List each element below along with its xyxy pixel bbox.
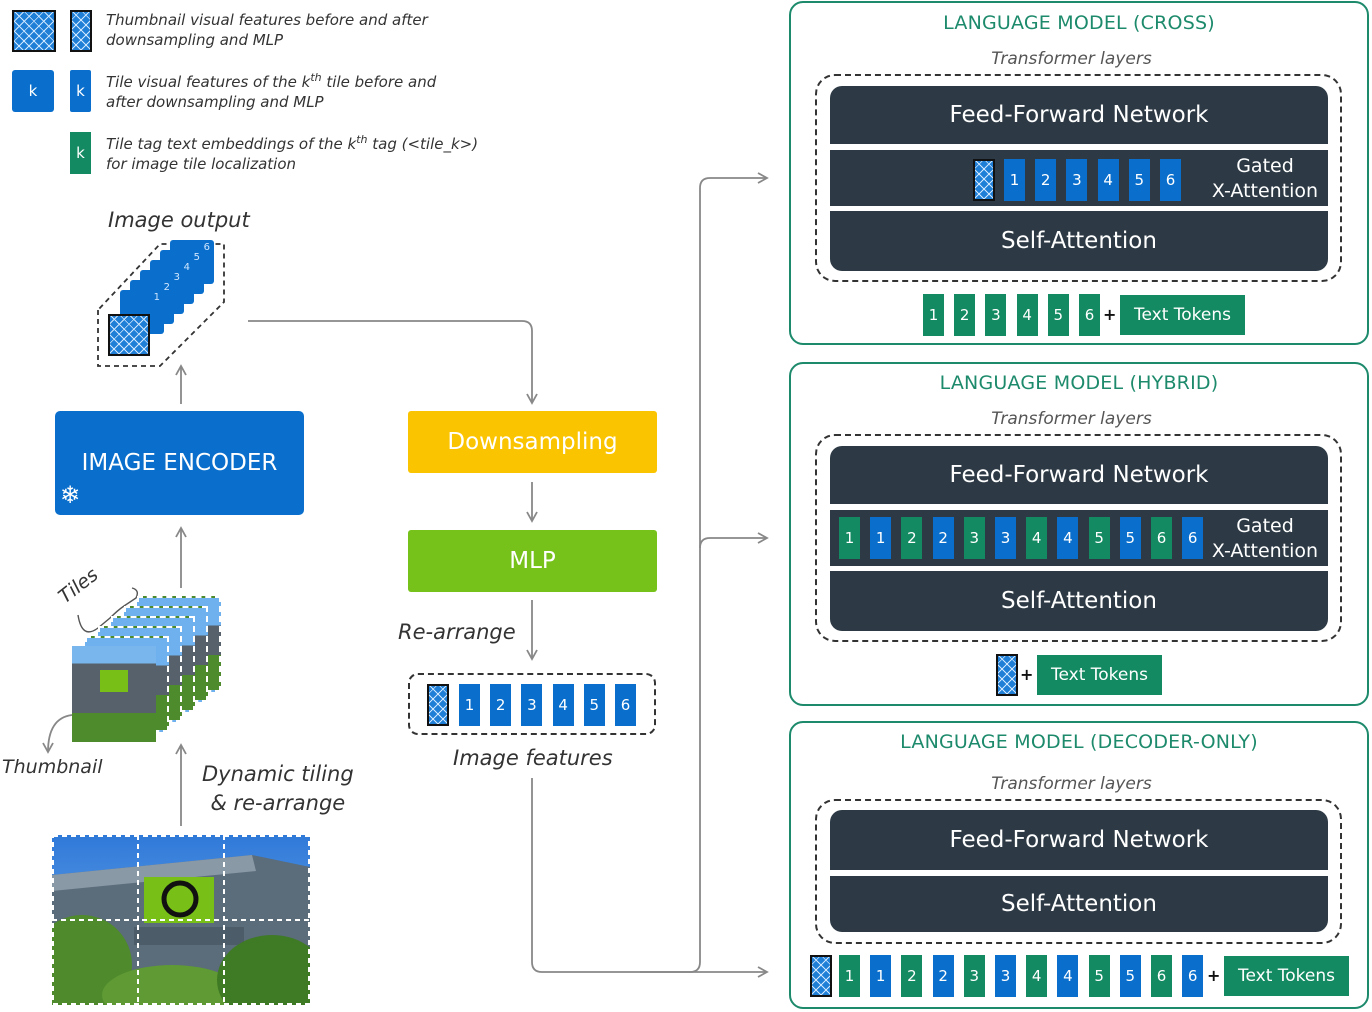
lm-decoder-tag-token: 4 bbox=[1026, 955, 1048, 997]
lm-hybrid-tile-token: 2 bbox=[932, 517, 954, 559]
snowflake-icon: ❄ bbox=[60, 481, 81, 509]
lm-cross-input-tag: 1 bbox=[923, 294, 944, 336]
legend-tile-text: Tile visual features of the kth tile bef… bbox=[106, 71, 437, 111]
input-image-graphic bbox=[52, 835, 310, 1005]
legend-tile-after-icon: k bbox=[70, 70, 91, 112]
lm-cross-self-attention: Self-Attention bbox=[830, 211, 1328, 271]
lm-decoder-tile-token: 3 bbox=[995, 955, 1016, 997]
image-features-box bbox=[408, 673, 656, 735]
lm-decoder-tile-token: 6 bbox=[1182, 955, 1204, 997]
downsampling-block: Downsampling bbox=[408, 411, 657, 473]
lm-cross-input-tag: 2 bbox=[954, 294, 976, 336]
lm-cross-xattn-tile: 2 bbox=[1035, 159, 1057, 201]
rearrange-label: Re-arrange bbox=[398, 620, 516, 644]
lm-decoder-tile-token: 2 bbox=[932, 955, 954, 997]
lm-hybrid-text-tokens: Text Tokens bbox=[1037, 655, 1162, 695]
lm-hybrid-tag-token: 3 bbox=[963, 517, 985, 559]
lm-decoder-thumbnail-token bbox=[810, 955, 832, 997]
lm-decoder-title: LANGUAGE MODEL (DECODER-ONLY) bbox=[900, 731, 1258, 753]
tiles-stack bbox=[72, 596, 222, 746]
image-features-thumbnail-token bbox=[427, 684, 449, 726]
legend-tile-before-icon: k bbox=[12, 70, 54, 112]
legend-tag-text: Tile tag text embeddings of the kth tag … bbox=[106, 133, 479, 173]
lm-cross-input-tag: 5 bbox=[1047, 294, 1069, 336]
image-encoder: IMAGE ENCODER bbox=[55, 411, 304, 515]
lm-cross-gated-label: Gated X-Attention bbox=[1211, 155, 1319, 202]
nvidia-logo-icon bbox=[100, 670, 128, 692]
lm-hybrid-tag-token: 6 bbox=[1151, 517, 1172, 559]
dynamic-tiling-label: Dynamic tiling & re-arrange bbox=[202, 762, 354, 815]
lm-decoder-tag-token: 2 bbox=[901, 955, 923, 997]
lm-decoder-panel bbox=[789, 721, 1369, 1009]
legend-thumbnail-before-icon bbox=[12, 10, 56, 52]
lm-cross-ffn: Feed-Forward Network bbox=[830, 86, 1328, 144]
lm-cross-layers-label: Transformer layers bbox=[991, 49, 1152, 69]
lm-hybrid-tile-token: 4 bbox=[1057, 517, 1079, 559]
lm-cross-input-tag: 4 bbox=[1016, 294, 1038, 336]
lm-hybrid-tag-token: 5 bbox=[1088, 517, 1110, 559]
lm-decoder-ffn: Feed-Forward Network bbox=[830, 810, 1328, 870]
legend-thumbnail-text: Thumbnail visual features before and aft… bbox=[106, 11, 428, 49]
lm-cross-xattn-tile: 6 bbox=[1160, 159, 1181, 201]
lm-decoder-self-attention: Self-Attention bbox=[830, 876, 1328, 932]
lm-hybrid-title: LANGUAGE MODEL (HYBRID) bbox=[939, 372, 1219, 394]
lm-decoder-tag-token: 5 bbox=[1088, 955, 1110, 997]
image-feature-tile: 4 bbox=[552, 684, 574, 726]
legend-tag-icon: k bbox=[70, 132, 91, 174]
lm-hybrid-ffn: Feed-Forward Network bbox=[830, 446, 1328, 504]
lm-hybrid-tag-token: 1 bbox=[839, 517, 860, 559]
lm-cross-text-tokens: Text Tokens bbox=[1120, 295, 1245, 335]
image-feature-tile: 5 bbox=[583, 684, 605, 726]
image-output-label: Image output bbox=[108, 208, 250, 232]
image-feature-tile: 3 bbox=[521, 684, 543, 726]
lm-hybrid-tile-token: 5 bbox=[1119, 517, 1141, 559]
lm-hybrid-tag-token: 2 bbox=[901, 517, 923, 559]
lm-decoder-tile-token: 4 bbox=[1057, 955, 1079, 997]
lm-cross-input-tag: 3 bbox=[985, 294, 1007, 336]
lm-cross-plus: + bbox=[1103, 305, 1117, 324]
lm-cross-thumbnail-token bbox=[973, 159, 995, 201]
mlp-block: MLP bbox=[408, 530, 657, 592]
lm-decoder-plus: + bbox=[1207, 966, 1221, 985]
lm-hybrid-self-attention: Self-Attention bbox=[830, 571, 1328, 631]
lm-hybrid-gated-label: Gated X-Attention bbox=[1211, 515, 1319, 562]
lm-cross-xattn-tile: 5 bbox=[1128, 159, 1150, 201]
image-features-label: Image features bbox=[453, 746, 613, 770]
lm-decoder-text-tokens: Text Tokens bbox=[1224, 956, 1349, 996]
lm-hybrid-layers-label: Transformer layers bbox=[991, 409, 1152, 429]
lm-hybrid-tile-token: 1 bbox=[870, 517, 892, 559]
legend-thumbnail-after-icon bbox=[70, 10, 92, 52]
lm-cross-panel bbox=[789, 1, 1369, 345]
image-output-thumbnail bbox=[108, 314, 150, 356]
lm-cross-xattn-tile: 3 bbox=[1066, 159, 1088, 201]
lm-decoder-tile-token: 1 bbox=[870, 955, 892, 997]
lm-hybrid-plus: + bbox=[1020, 665, 1034, 684]
lm-decoder-layers-box bbox=[815, 799, 1342, 944]
thumbnail-label: Thumbnail bbox=[2, 756, 103, 778]
lm-decoder-tag-token: 6 bbox=[1151, 955, 1172, 997]
lm-decoder-tag-token: 3 bbox=[963, 955, 985, 997]
lm-cross-input-tag: 6 bbox=[1079, 294, 1100, 336]
lm-decoder-tag-token: 1 bbox=[839, 955, 860, 997]
image-feature-tile: 6 bbox=[615, 684, 636, 726]
thumbnail-card bbox=[72, 646, 156, 742]
lm-decoder-tile-token: 5 bbox=[1119, 955, 1141, 997]
lm-hybrid-tile-token: 3 bbox=[995, 517, 1016, 559]
lm-cross-xattn-tile: 1 bbox=[1004, 159, 1025, 201]
lm-hybrid-thumbnail-token bbox=[996, 654, 1018, 696]
lm-decoder-layers-label: Transformer layers bbox=[991, 774, 1152, 794]
lm-cross-title: LANGUAGE MODEL (CROSS) bbox=[943, 12, 1215, 34]
image-feature-tile: 1 bbox=[459, 684, 480, 726]
lm-hybrid-tile-token: 6 bbox=[1182, 517, 1204, 559]
lm-hybrid-panel bbox=[789, 362, 1369, 706]
image-feature-tile: 2 bbox=[490, 684, 512, 726]
lm-cross-xattn-tile: 4 bbox=[1097, 159, 1119, 201]
input-image-grid bbox=[52, 835, 310, 1005]
lm-hybrid-layers-box bbox=[815, 434, 1342, 642]
image-output-stack-graphic bbox=[97, 243, 225, 367]
lm-hybrid-tag-token: 4 bbox=[1026, 517, 1048, 559]
lm-cross-layers-box bbox=[815, 74, 1342, 282]
